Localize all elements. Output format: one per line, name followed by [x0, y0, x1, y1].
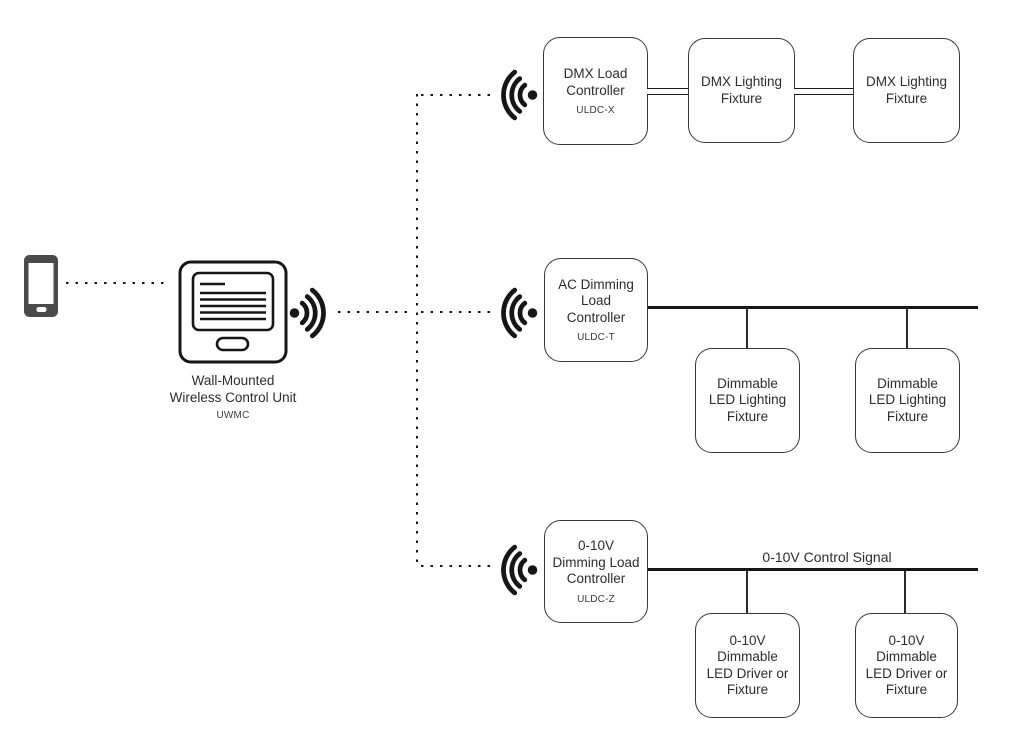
dmx-fixture-box-1: DMX Lighting Fixture: [688, 38, 795, 143]
ac-dimming-bus-line: [648, 306, 978, 309]
box-label: 0-10V Dimmable LED Driver or Fixture: [706, 632, 789, 698]
box-label: DMX Lighting Fixture: [700, 74, 783, 106]
dmx-fixture-box-2: DMX Lighting Fixture: [853, 38, 960, 143]
dmx-load-controller-box: DMX Load Controller ULDC-X: [543, 37, 648, 145]
box-label: AC Dimming Load Controller: [558, 276, 634, 325]
wifi-receive-icon-ac: [497, 284, 539, 342]
0-10v-driver-fixture-box-1: 0-10V Dimmable LED Driver or Fixture: [695, 613, 800, 718]
box-label: 0-10V Dimmable LED Driver or Fixture: [865, 632, 948, 698]
box-label: 0-10V Dimming Load Controller: [552, 538, 640, 587]
ac-drop-line-2: [906, 309, 908, 348]
wifi-transmit-icon: [288, 284, 330, 342]
dimmable-led-fixture-box-1: Dimmable LED Lighting Fixture: [695, 348, 800, 453]
box-label: DMX Load Controller: [563, 66, 628, 98]
ac-dimming-load-controller-box: AC Dimming Load Controller ULDC-T: [544, 258, 648, 362]
dmx-double-line-link-1: [647, 88, 689, 95]
wall-to-trunk-dotted-link: [338, 311, 412, 314]
0-10v-bus-line: [648, 568, 978, 571]
0-10v-control-signal-label: 0-10V Control Signal: [762, 549, 892, 565]
box-label: Dimmable LED Lighting Fixture: [868, 375, 947, 424]
wall-control-unit-icon: [178, 260, 288, 364]
box-code: ULDC-Z: [577, 593, 615, 605]
wall-unit-code: UWMC: [216, 410, 250, 421]
wifi-receive-icon-dmx: [497, 66, 539, 124]
dimmable-led-fixture-box-2: Dimmable LED Lighting Fixture: [855, 348, 960, 453]
branch-dotted-link-dmx: [421, 94, 496, 97]
ac-drop-line-1: [746, 309, 748, 348]
wireless-trunk-dotted-line: [416, 94, 419, 568]
smartphone-icon: [24, 255, 58, 317]
wifi-receive-icon-0-10v: [497, 541, 539, 599]
box-label: DMX Lighting Fixture: [865, 74, 948, 106]
branch-dotted-link-0-10v: [421, 565, 496, 568]
box-code: ULDC-X: [576, 105, 615, 116]
wall-unit-label: Wall-Mounted Wireless Control Unit: [169, 373, 297, 405]
branch-dotted-link-ac: [421, 311, 496, 314]
0-10v-driver-fixture-box-2: 0-10V Dimmable LED Driver or Fixture: [855, 613, 958, 718]
dmx-double-line-link-2: [794, 88, 854, 95]
box-code: ULDC-T: [577, 332, 615, 344]
0-10v-drop-line-1: [746, 571, 748, 613]
0-10v-dimming-load-controller-box: 0-10V Dimming Load Controller ULDC-Z: [544, 520, 648, 623]
phone-to-wall-dotted-link: [66, 282, 168, 285]
0-10v-drop-line-2: [904, 571, 906, 613]
box-label: Dimmable LED Lighting Fixture: [708, 375, 787, 424]
